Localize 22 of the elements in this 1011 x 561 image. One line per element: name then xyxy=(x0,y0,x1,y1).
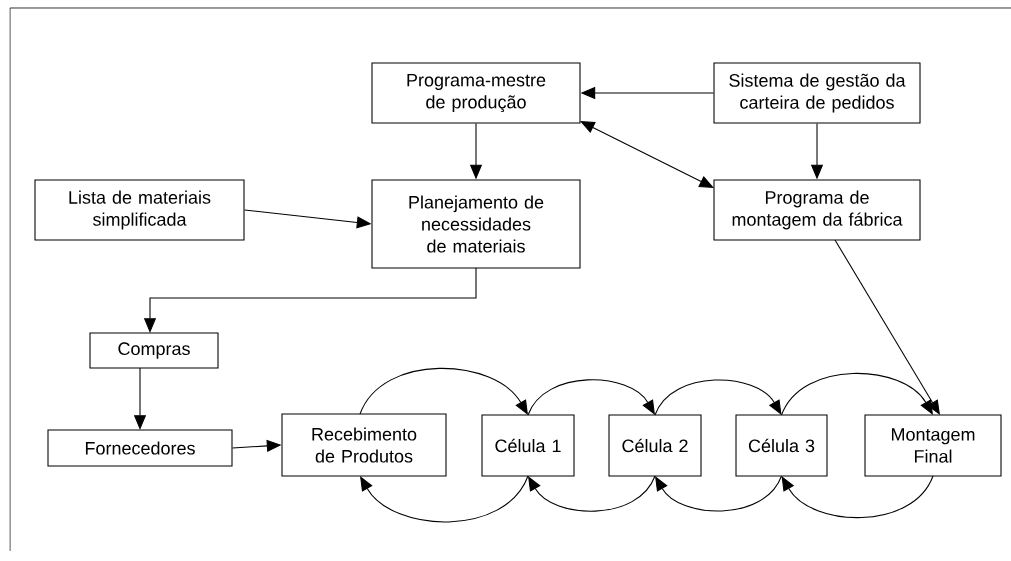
process-box: Programa de montagem da fábrica xyxy=(713,179,921,241)
process-box: Programa-mestre de produção xyxy=(371,62,581,124)
arrow xyxy=(780,372,933,416)
process-box: Célula 1 xyxy=(481,414,575,477)
process-box: Célula 2 xyxy=(608,414,702,477)
process-box: Recebimento de Produtos xyxy=(281,413,447,477)
arrow xyxy=(655,475,783,512)
arrow xyxy=(781,475,934,519)
process-box: Lista de materiais simplificada xyxy=(34,179,245,241)
process-box: Planejamento de necessidades de materiais xyxy=(371,179,581,269)
process-box: Compras xyxy=(89,332,219,369)
process-box: Sistema de gestão da carteira de pedidos xyxy=(713,62,921,124)
arrow xyxy=(360,475,529,523)
arrow xyxy=(528,475,656,512)
arrow xyxy=(359,367,528,415)
arrow xyxy=(527,379,655,416)
process-box: Montagem Final xyxy=(864,414,1002,477)
process-box: Fornecedores xyxy=(47,429,233,467)
arrow xyxy=(580,121,714,188)
arrow xyxy=(834,239,940,415)
process-box: Célula 3 xyxy=(735,414,828,477)
arrow xyxy=(654,379,782,416)
